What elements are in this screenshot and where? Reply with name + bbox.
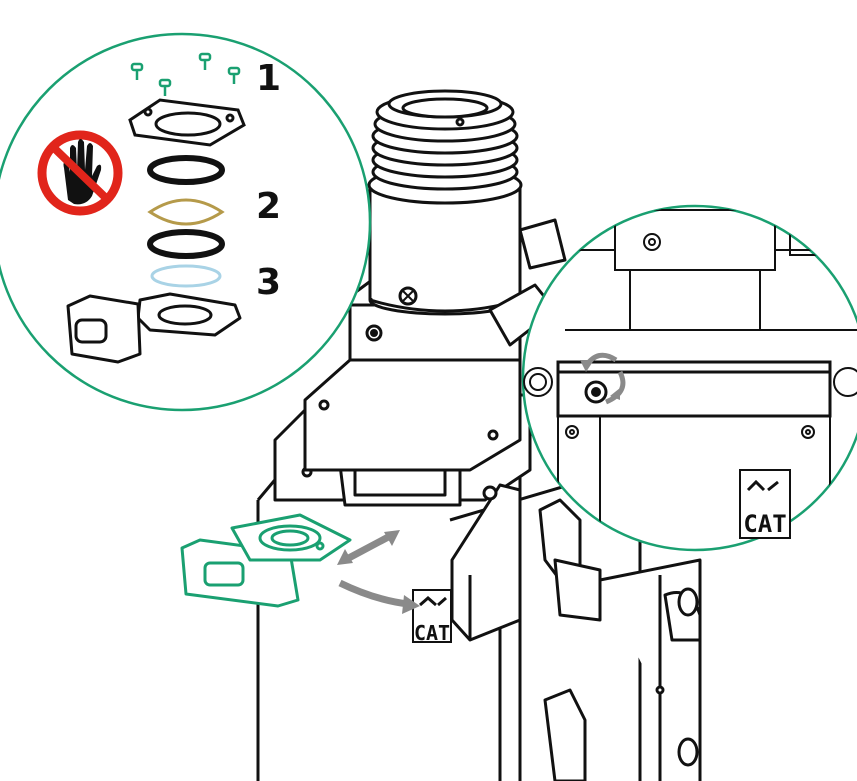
cat-logo-zoom-text: CAT bbox=[743, 510, 786, 538]
step-label-2: 2 bbox=[256, 186, 281, 227]
seal-ring-top bbox=[147, 155, 225, 185]
step-label-3: 3 bbox=[256, 262, 281, 303]
lens bbox=[147, 198, 225, 226]
step-label-1: 1 bbox=[256, 58, 281, 99]
seal-ring-bottom bbox=[147, 229, 225, 259]
cat-logo: CAT bbox=[412, 589, 452, 645]
protective-window bbox=[150, 264, 222, 288]
cat-logo-text: CAT bbox=[414, 621, 450, 645]
screw-icon bbox=[130, 52, 241, 96]
lens-holder bbox=[66, 292, 242, 364]
laser-head-body bbox=[256, 89, 702, 781]
parts-callout: 1 2 3 bbox=[0, 32, 372, 412]
curved-arrow-icon bbox=[338, 579, 420, 614]
cat-logo-zoom: CAT bbox=[739, 469, 791, 539]
slide-double-arrow bbox=[337, 530, 400, 565]
no-touch-hand-icon bbox=[37, 130, 123, 216]
rotate-arrow-icon bbox=[580, 352, 626, 405]
lens-holder-highlighted bbox=[180, 513, 352, 608]
cover-plate bbox=[128, 98, 246, 147]
